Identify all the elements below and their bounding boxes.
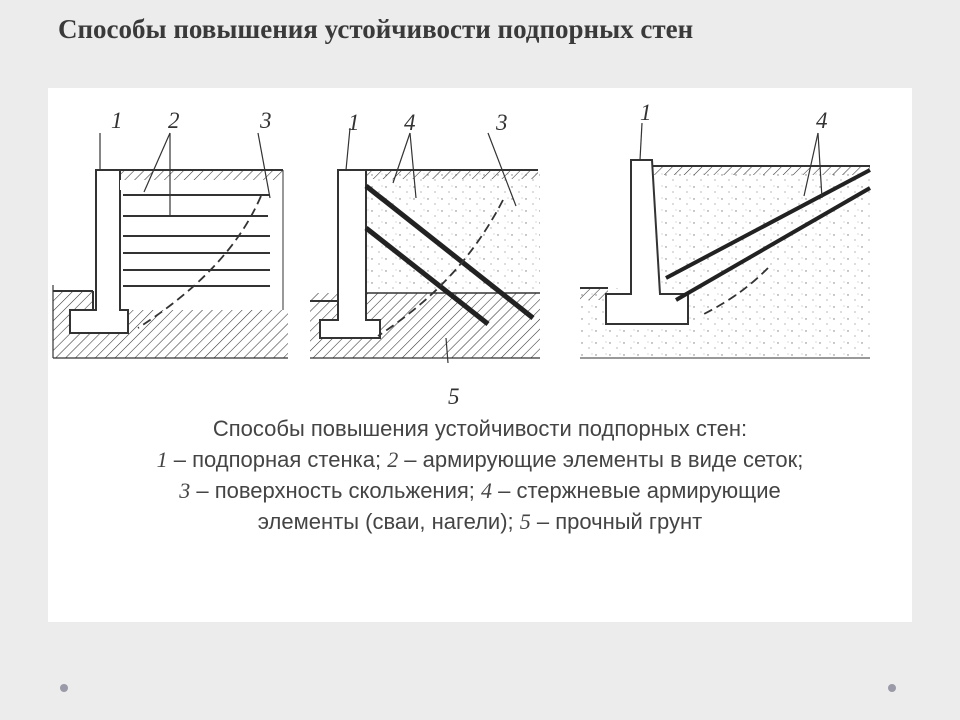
label-4: 4 bbox=[404, 110, 416, 135]
label-1: 1 bbox=[111, 108, 123, 133]
figure-caption: Способы повышения устойчивости подпорных… bbox=[48, 413, 912, 537]
label-1: 1 bbox=[348, 110, 360, 135]
slide-title: Способы повышения устойчивости подпорных… bbox=[58, 14, 694, 44]
caption-text: – поверхность скольжения; bbox=[190, 478, 482, 503]
caption-num: 1 bbox=[156, 447, 168, 472]
reinforcement-grids bbox=[123, 194, 270, 287]
caption-text: элементы (сваи, нагели); bbox=[257, 509, 520, 534]
diagram-panel-2: 1 4 3 5 bbox=[310, 110, 540, 409]
label-3: 3 bbox=[259, 108, 272, 133]
caption-line-2: 1 – подпорная стенка; 2 – армирующие эле… bbox=[48, 444, 912, 475]
anchor-rods bbox=[665, 168, 871, 302]
caption-num: 5 bbox=[519, 509, 531, 534]
anchor-rods bbox=[364, 184, 535, 326]
label-4: 4 bbox=[816, 108, 828, 133]
caption-line-3: 3 – поверхность скольжения; 4 – стержнев… bbox=[48, 475, 912, 506]
slide-dot-left bbox=[60, 684, 68, 692]
caption-num: 4 bbox=[481, 478, 493, 503]
slide-dot-right bbox=[888, 684, 896, 692]
label-2: 2 bbox=[168, 108, 180, 133]
caption-line-4: элементы (сваи, нагели); 5 – прочный гру… bbox=[48, 506, 912, 537]
caption-num: 2 bbox=[387, 447, 399, 472]
caption-num: 3 bbox=[179, 478, 191, 503]
caption-text: – стержневые армирующие bbox=[492, 478, 781, 503]
diagram-panel-1: 1 2 3 bbox=[52, 108, 288, 359]
caption-line-1: Способы повышения устойчивости подпорных… bbox=[212, 416, 748, 441]
label-5: 5 bbox=[448, 384, 460, 409]
retaining-wall bbox=[605, 159, 689, 325]
caption-text: – подпорная стенка; bbox=[167, 447, 388, 472]
retaining-wall bbox=[319, 169, 381, 339]
diagram-panel-3: 1 4 bbox=[580, 100, 871, 359]
label-1: 1 bbox=[640, 100, 652, 125]
retaining-wall-diagram: 1 2 3 1 4 bbox=[52, 100, 871, 409]
slip-surface bbox=[377, 199, 504, 337]
caption-text: – армирующие элементы в виде сеток; bbox=[398, 447, 804, 472]
retaining-wall bbox=[69, 169, 129, 334]
figure-panel: 1 2 3 1 4 bbox=[48, 88, 912, 622]
label-3: 3 bbox=[495, 110, 508, 135]
caption-text: – прочный грунт bbox=[530, 509, 703, 534]
slip-surface bbox=[137, 195, 262, 329]
slip-surface bbox=[699, 267, 769, 317]
